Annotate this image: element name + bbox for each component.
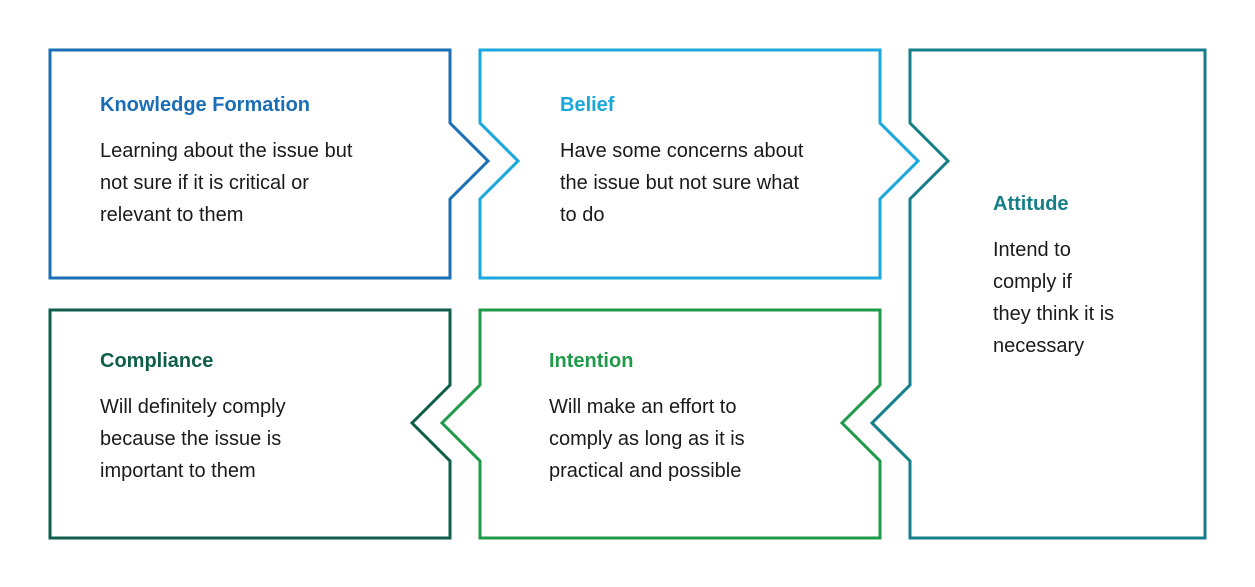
desc-line: comply as long as it is <box>549 428 745 450</box>
desc-line: comply if <box>993 271 1072 293</box>
desc-line: important to them <box>100 460 256 482</box>
stage-title: Belief <box>560 94 615 116</box>
stage-title: Attitude <box>993 193 1069 215</box>
stage-description: Learning about the issue but not sure if… <box>100 135 352 231</box>
desc-line: they think it is <box>993 303 1115 325</box>
stage-compliance: Compliance Will definitely comply becaus… <box>100 349 286 487</box>
stage-belief: Belief Have some concerns about the issu… <box>560 93 803 231</box>
stage-description: Will make an effort to comply as long as… <box>549 391 745 487</box>
stage-description: Have some concerns about the issue but n… <box>560 135 803 231</box>
stage-description: Intend to comply if they think it is nec… <box>993 234 1114 362</box>
desc-line: the issue but not sure what <box>560 172 800 194</box>
stage-attitude: Attitude Intend to comply if they think … <box>993 192 1114 362</box>
desc-line: relevant to them <box>100 204 244 226</box>
desc-line: because the issue is <box>100 428 282 450</box>
stage-title: Knowledge Formation <box>100 94 310 116</box>
desc-line: necessary <box>993 335 1085 357</box>
desc-line: not sure if it is critical or <box>100 172 309 194</box>
stage-description: Will definitely comply because the issue… <box>100 391 286 487</box>
desc-line: Will definitely comply <box>100 396 286 418</box>
frame-belief <box>478 48 921 280</box>
stage-title: Intention <box>549 350 634 372</box>
desc-line: to do <box>560 204 605 226</box>
stage-title: Compliance <box>100 350 214 372</box>
desc-line: Learning about the issue but <box>100 140 353 162</box>
desc-line: Intend to <box>993 239 1071 261</box>
stage-intention: Intention Will make an effort to comply … <box>549 349 745 487</box>
frame-attitude <box>869 48 1207 540</box>
frame-knowledge <box>48 48 491 280</box>
desc-line: Will make an effort to <box>549 396 737 418</box>
frame-compliance <box>48 308 452 540</box>
desc-line: practical and possible <box>549 460 742 482</box>
desc-line: Have some concerns about <box>560 140 804 162</box>
stage-knowledge: Knowledge Formation Learning about the i… <box>100 93 352 231</box>
frame-intention <box>439 308 882 540</box>
